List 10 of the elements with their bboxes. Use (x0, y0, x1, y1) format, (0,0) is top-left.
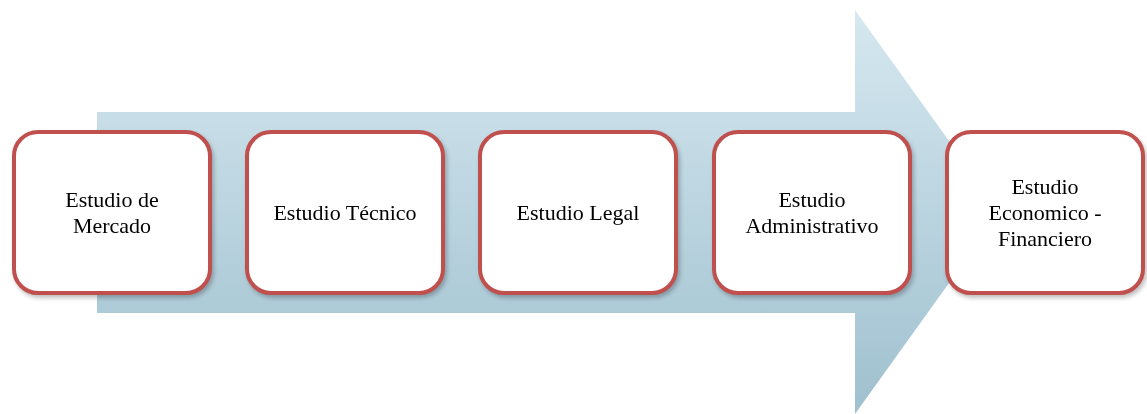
box-label: Estudio Administrativo (744, 186, 880, 239)
process-box (478, 130, 678, 295)
process-box (945, 130, 1145, 295)
process-box (712, 130, 912, 295)
box-label: Estudio Economico - Financiero (987, 173, 1103, 252)
box-label: Estudio de Mercado (64, 186, 160, 239)
box-label: Estudio Técnico (273, 199, 417, 226)
process-box (245, 130, 445, 295)
process-box (12, 130, 212, 295)
box-label: Estudio Legal (516, 199, 640, 226)
